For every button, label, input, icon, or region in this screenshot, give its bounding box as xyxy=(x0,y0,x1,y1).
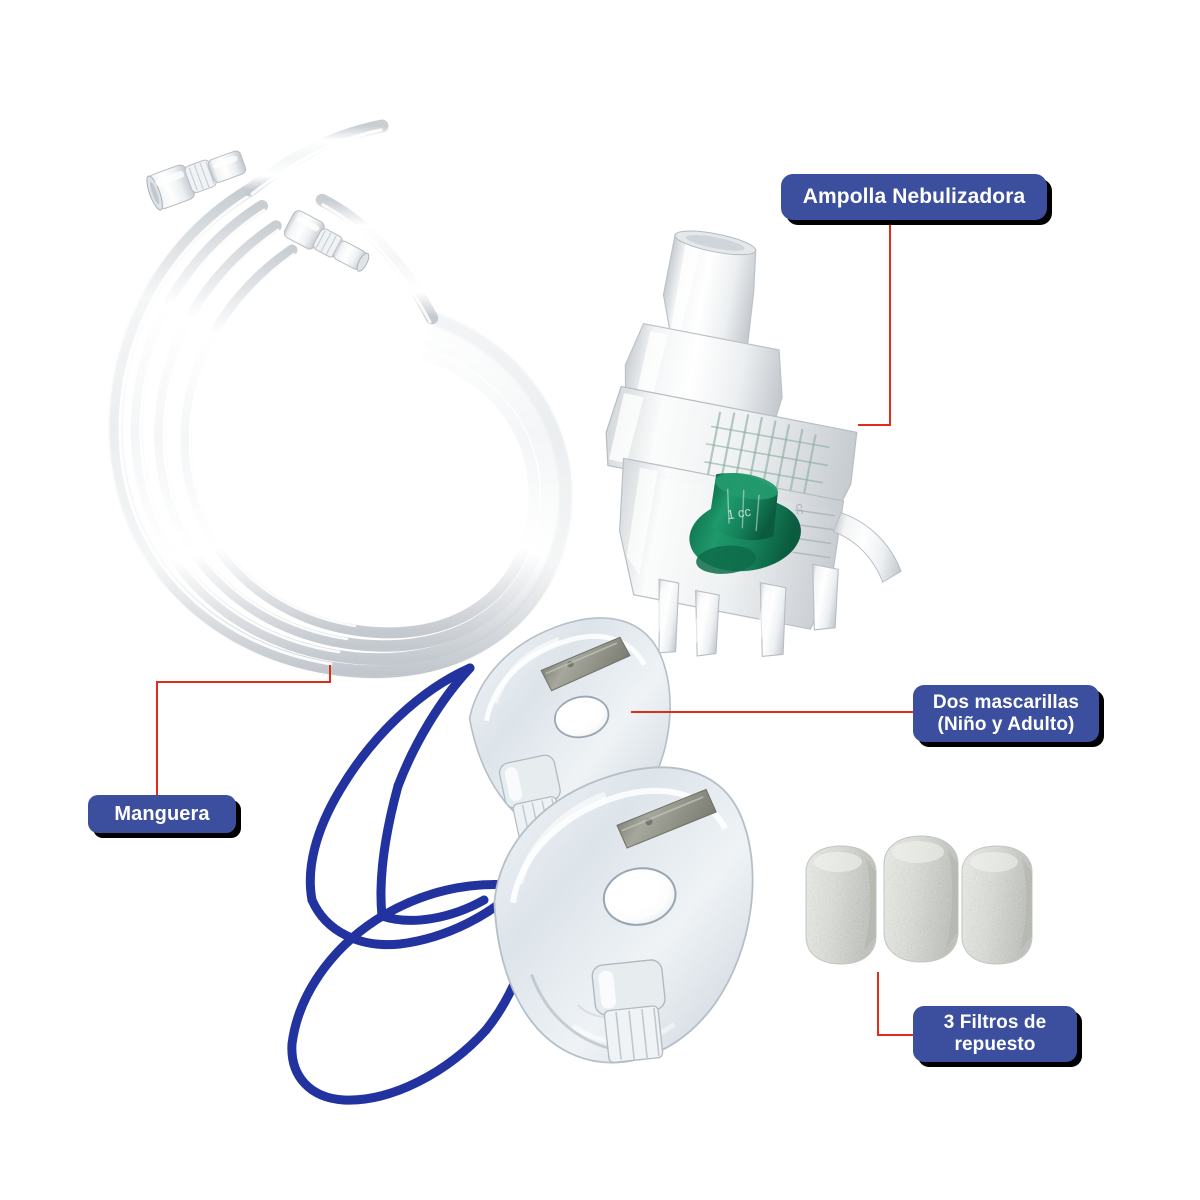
callout-mascarillas-label-line1: Dos mascarillas xyxy=(932,691,1080,713)
leader-line-filtros-vertical xyxy=(877,972,879,1036)
leader-line-manguera-stub xyxy=(329,665,331,683)
filter-1 xyxy=(805,845,877,965)
filter-2 xyxy=(883,835,959,963)
tubing-artwork xyxy=(109,119,573,679)
leader-line-manguera-vertical xyxy=(156,681,158,797)
callout-filtros-label-line1: 3 Filtros de xyxy=(943,1012,1047,1034)
leader-line-mascarillas xyxy=(631,711,915,713)
callout-ampolla-label: Ampolla Nebulizadora xyxy=(802,184,1026,208)
svg-text:1 cc: 1 cc xyxy=(726,504,752,523)
leader-line-ampolla-vertical xyxy=(889,220,891,426)
nose-clip-adult xyxy=(616,788,717,849)
callout-filtros-label-line2: repuesto xyxy=(954,1034,1036,1055)
callout-filtros-repuesto[interactable]: 3 Filtros de repuesto xyxy=(913,1006,1077,1062)
leader-line-ampolla-horizontal xyxy=(858,424,891,426)
green-baffle: 1 cc xyxy=(689,472,801,574)
nebulizer-cup-artwork: cc 1 cc xyxy=(605,230,902,658)
callout-mascarillas-label-line2: (Niño y Adulto) xyxy=(937,713,1075,735)
tubing-connector-b xyxy=(283,210,370,272)
leader-line-manguera-horizontal xyxy=(156,681,331,683)
leader-line-filtros-horizontal xyxy=(877,1034,917,1036)
callout-ampolla-nebulizadora[interactable]: Ampolla Nebulizadora xyxy=(781,174,1047,220)
filter-3 xyxy=(961,845,1033,965)
mask-adult-connector xyxy=(591,959,666,1064)
mask-adult xyxy=(493,766,754,1064)
nose-clip-child xyxy=(540,636,631,692)
callout-manguera[interactable]: Manguera xyxy=(88,795,236,833)
mask-straps xyxy=(287,663,537,1105)
filters-artwork xyxy=(805,835,1033,965)
callout-manguera-label: Manguera xyxy=(114,802,210,825)
callout-dos-mascarillas[interactable]: Dos mascarillas (Niño y Adulto) xyxy=(913,685,1099,742)
masks-artwork xyxy=(287,617,754,1105)
svg-text:cc: cc xyxy=(793,503,806,516)
tubing-connector-a xyxy=(146,150,247,211)
